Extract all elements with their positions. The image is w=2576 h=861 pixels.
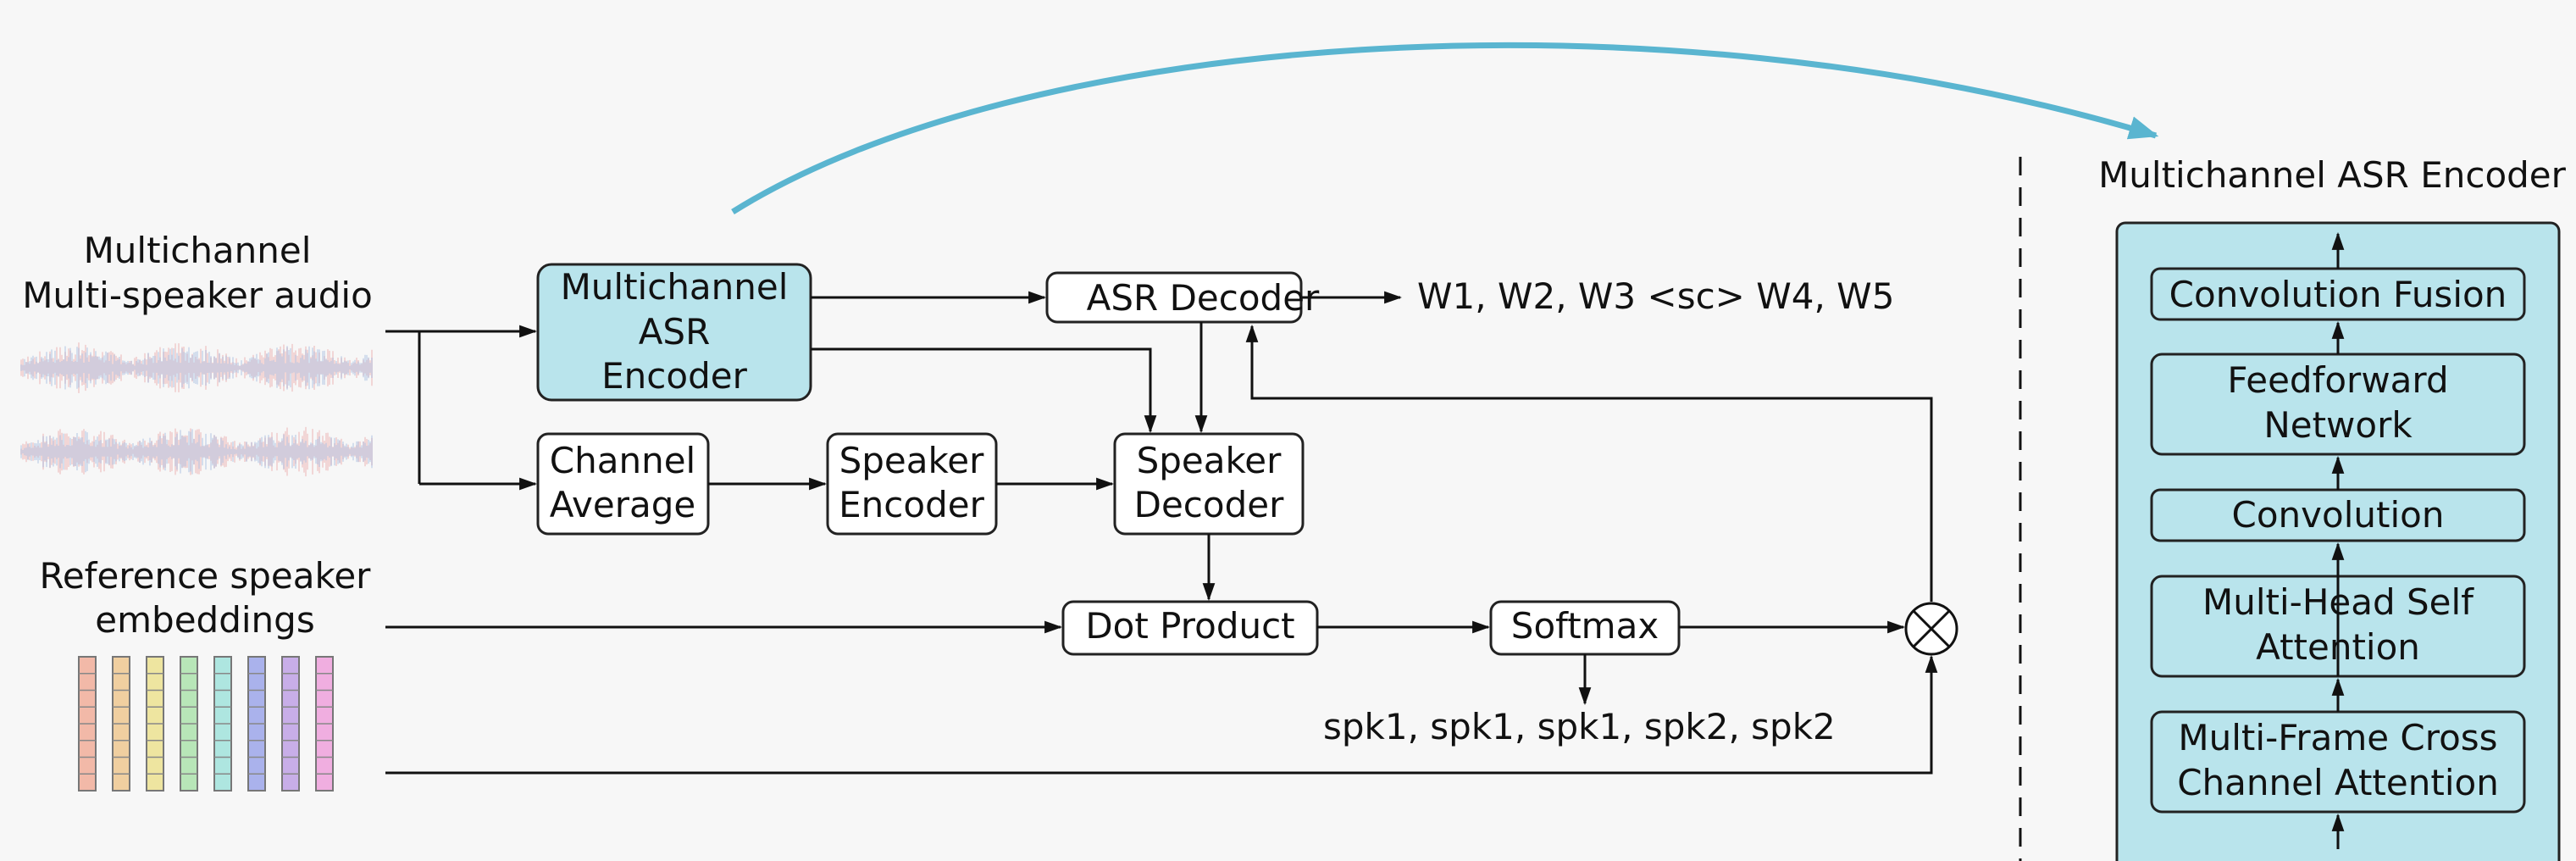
embedding-column xyxy=(315,656,334,792)
asr-decoder-block: ASR Decoder xyxy=(1045,271,1320,324)
layer-feedforward-line1: Feedforward xyxy=(2227,359,2448,401)
ref-label-line1: Reference speaker xyxy=(40,555,372,597)
mc-asr-encoder-line2: ASR xyxy=(639,311,711,353)
layer-conv-fusion-label: Convolution Fusion xyxy=(2169,274,2507,315)
embedding-column xyxy=(180,656,198,792)
mc-asr-encoder-line3: Encoder xyxy=(601,355,747,397)
channel-average-line2: Average xyxy=(550,484,695,525)
embedding-column xyxy=(146,656,164,792)
expand-arrow xyxy=(731,42,2159,214)
speaker-encoder-line2: Encoder xyxy=(839,484,984,525)
embedding-column xyxy=(247,656,266,792)
mc-asr-encoder-block: Multichannel ASR Encoder xyxy=(536,263,812,402)
speaker-decoder-line2: Decoder xyxy=(1134,484,1284,525)
dot-product-label: Dot Product xyxy=(1085,605,1294,647)
waveform-trace xyxy=(20,429,373,475)
speaker-encoder-line1: Speaker xyxy=(839,440,985,481)
speaker-encoder-block: Speaker Encoder xyxy=(826,432,998,536)
embedding-column xyxy=(112,656,130,792)
asr-decoder-label: ASR Decoder xyxy=(1087,277,1320,319)
mc-asr-encoder-line1: Multichannel xyxy=(561,266,789,308)
layer-convolution-label: Convolution xyxy=(2232,494,2445,536)
embedding-column xyxy=(78,656,97,792)
detail-panel-title: Multichannel ASR Encoder xyxy=(2098,154,2567,196)
multiply-node xyxy=(1904,602,1958,656)
speaker-decoder-block: Speaker Decoder xyxy=(1113,432,1305,536)
speaker-labels-output: spk1, spk1, spk1, spk2, spk2 xyxy=(1323,706,1836,747)
layer-mfcca: Multi-Frame Cross Channel Attention xyxy=(2150,710,2526,814)
audio-label-line1: Multichannel xyxy=(84,230,312,271)
layer-mfcca-line2: Channel Attention xyxy=(2177,762,2499,803)
layer-mfcca-line1: Multi-Frame Cross xyxy=(2178,717,2497,758)
embedding-column xyxy=(213,656,232,792)
layer-conv-fusion: Convolution Fusion xyxy=(2150,267,2526,321)
softmax-block: Softmax xyxy=(1489,600,1681,656)
softmax-label: Softmax xyxy=(1511,605,1659,647)
detail-panel: Convolution Fusion Feedforward Network C… xyxy=(2115,221,2561,861)
speaker-decoder-line1: Speaker xyxy=(1137,440,1282,481)
layer-convolution: Convolution xyxy=(2150,488,2526,542)
transcript-output: W1, W2, W3 <sc> W4, W5 xyxy=(1417,275,1894,317)
audio-label-line2: Multi-speaker audio xyxy=(22,275,373,316)
channel-average-block: Channel Average xyxy=(536,432,710,536)
channel-average-line1: Channel xyxy=(550,440,695,481)
waveform-trace xyxy=(20,346,373,390)
ref-label-line2: embeddings xyxy=(95,599,314,641)
connectors xyxy=(385,291,1938,775)
waveform-icon xyxy=(20,342,373,477)
layer-feedforward-line2: Network xyxy=(2263,404,2413,446)
embedding-columns xyxy=(78,656,334,792)
embedding-column xyxy=(281,656,300,792)
dot-product-block: Dot Product xyxy=(1061,600,1319,656)
layer-feedforward: Feedforward Network xyxy=(2150,353,2526,456)
